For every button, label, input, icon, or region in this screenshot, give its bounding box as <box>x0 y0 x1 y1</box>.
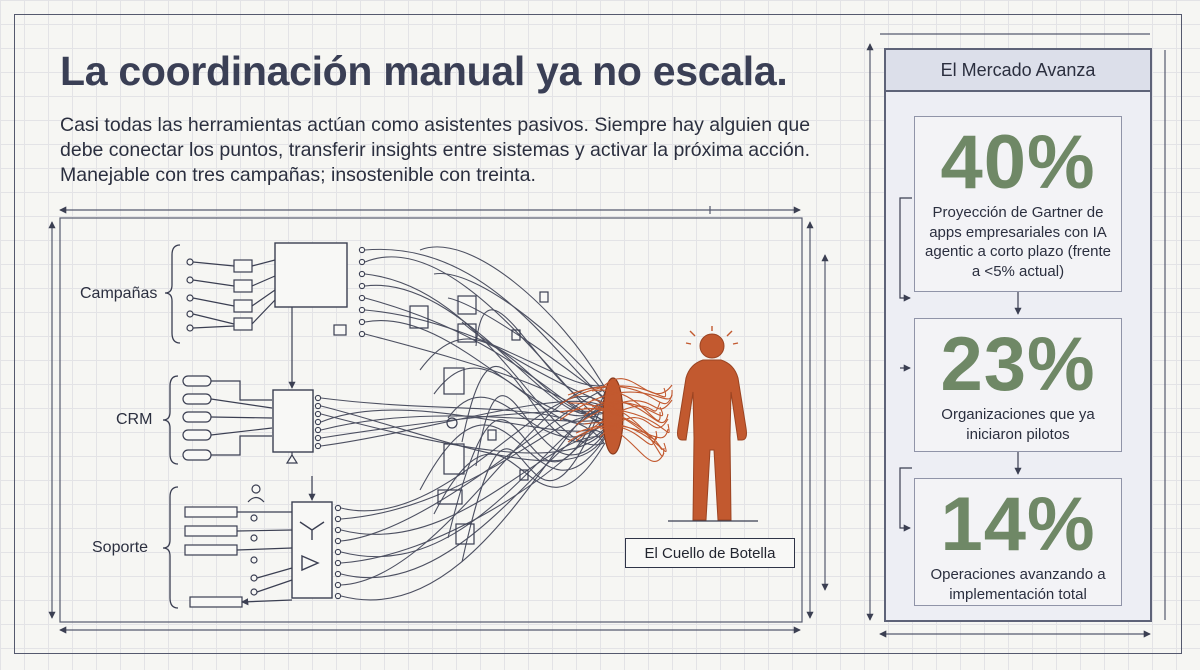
bottleneck-node <box>559 377 673 462</box>
page-title: La coordinación manual ya no escala. <box>60 48 788 94</box>
group-label-crm: CRM <box>116 411 153 428</box>
stat-card-3: 14% Operaciones avanzando a implementaci… <box>914 478 1122 606</box>
bottleneck-label: El Cuello de Botella <box>625 538 795 568</box>
group-braces <box>162 244 181 609</box>
processor-boxes <box>272 242 348 599</box>
stat-card-2: 23% Organizaciones que ya iniciaron pilo… <box>914 318 1122 452</box>
integration-diagram <box>48 206 829 634</box>
stat-value-2: 23% <box>940 322 1096 407</box>
group-label-campaigns: Campañas <box>80 285 158 302</box>
processor-links <box>251 259 316 501</box>
stat-desc-1: Proyección de Gartner de apps empresaria… <box>925 204 1111 280</box>
page-frame <box>14 14 1182 654</box>
panel-dimension-lines <box>866 33 1166 638</box>
person-figure <box>677 326 747 521</box>
crm-sources <box>182 375 273 461</box>
port-dots <box>314 246 366 600</box>
campaign-sources <box>186 258 253 332</box>
support-sources <box>184 484 293 608</box>
page-subtitle: Casi todas las herramientas actúan como … <box>60 114 811 186</box>
stat-value-1: 40% <box>940 120 1096 205</box>
stat-desc-2: Organizaciones que ya iniciaron pilotos <box>941 406 1095 443</box>
market-panel: El Mercado Avanza 40% Proyección de Gart… <box>884 48 1152 622</box>
stat-value-3: 14% <box>940 482 1096 567</box>
switch-nodes <box>333 291 549 545</box>
stat-card-1: 40% Proyección de Gartner de apps empres… <box>914 116 1122 292</box>
market-title: El Mercado Avanza <box>886 50 1150 92</box>
stat-desc-3: Operaciones avanzando a implementación t… <box>930 566 1106 603</box>
blueprint-frame <box>48 206 829 634</box>
group-label-support: Soporte <box>92 539 149 556</box>
panel-flow-arrows <box>899 197 1022 532</box>
